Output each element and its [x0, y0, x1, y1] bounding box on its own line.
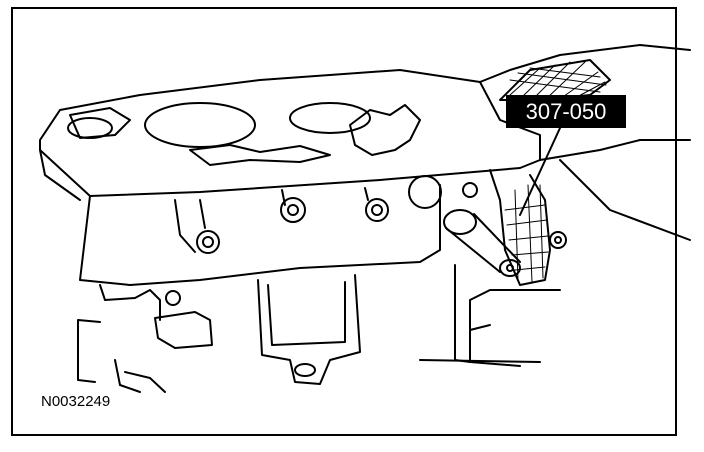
bolt-boss-2 [280, 189, 306, 223]
bracket-hole [165, 290, 181, 306]
boss-round-large [408, 175, 442, 209]
drain-plug [294, 363, 316, 377]
bore-right [289, 102, 371, 134]
tool-number-callout: 307-050 [506, 95, 626, 128]
lower-right-edge [469, 324, 521, 367]
base-line [419, 359, 541, 363]
housing-top-outline [39, 69, 541, 197]
bolt-boss-1 [174, 199, 220, 254]
tool-307-050 [443, 209, 521, 277]
housing-side-face [79, 184, 441, 286]
bore-large [144, 102, 256, 148]
left-frame-line-2 [114, 359, 141, 393]
bracket-rib [124, 371, 166, 393]
housing-lower-edge [39, 149, 81, 201]
seal-housing [489, 169, 551, 286]
right-housing [479, 44, 691, 83]
gear-detail [349, 104, 421, 156]
seal-grid [504, 184, 549, 283]
knurl-lines [509, 61, 607, 100]
right-frame [559, 159, 691, 241]
left-bracket [99, 284, 161, 321]
figure-id-label: N0032249 [41, 393, 111, 410]
boss-round-small [462, 182, 478, 198]
lower-cover [257, 274, 361, 385]
valve-body-detail [189, 144, 331, 166]
mount-bolt-inner [554, 236, 562, 244]
right-housing-lower [539, 139, 691, 161]
figure-frame [11, 7, 677, 436]
sensor-connector [154, 311, 213, 349]
callout-leader [519, 127, 561, 216]
bolt-boss-3 [364, 187, 389, 222]
mount-bolt [549, 231, 567, 249]
housing-ridge [69, 107, 131, 139]
left-frame-line [77, 319, 101, 383]
lower-cover-inner [267, 281, 346, 346]
knurled-area [499, 59, 611, 101]
